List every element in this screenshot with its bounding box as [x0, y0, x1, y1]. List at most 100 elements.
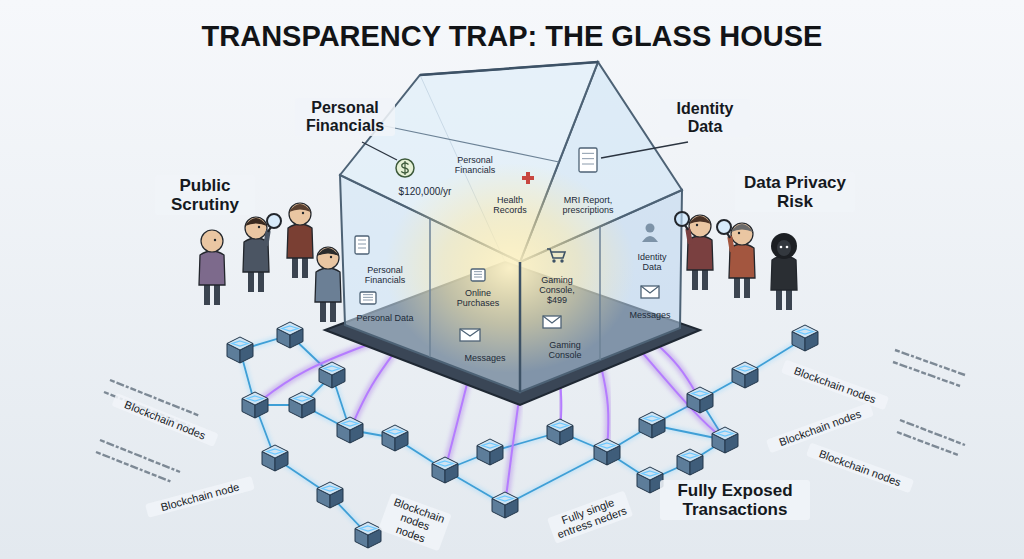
blockchain-cube	[289, 392, 315, 418]
cube-glow	[599, 443, 615, 448]
icons	[355, 148, 659, 341]
document-line	[358, 248, 366, 249]
callout-leaders	[362, 142, 688, 160]
document-line	[358, 240, 366, 241]
cube-top	[319, 362, 345, 375]
document-icon	[471, 269, 485, 281]
onlookers	[199, 203, 797, 322]
cube-glow	[247, 396, 263, 401]
cube-glow	[324, 366, 340, 371]
document-icon	[360, 292, 376, 304]
cube-glow	[642, 471, 658, 476]
figure-eye	[696, 224, 698, 226]
figure-body	[315, 268, 341, 302]
cube-glow	[232, 341, 248, 346]
figure-body	[199, 251, 225, 285]
figure-eye	[302, 212, 304, 214]
flow-glow	[640, 350, 725, 440]
cube-top	[262, 445, 288, 458]
cube-top	[637, 467, 663, 480]
cube-top	[227, 337, 253, 350]
cube-top	[677, 449, 703, 462]
document-icon	[355, 236, 369, 254]
cube-glow	[644, 416, 660, 421]
flow-line	[255, 340, 380, 405]
document-line	[358, 244, 366, 245]
envelope-icon	[641, 286, 659, 298]
figure-hair	[245, 218, 267, 226]
figure-hair	[731, 224, 753, 232]
magnifier-lens	[267, 214, 281, 228]
blockchain-cube	[355, 522, 381, 548]
cube-top	[382, 425, 408, 438]
callout-label: Public Scrutiny	[155, 175, 255, 215]
magnifier-lens	[717, 220, 731, 234]
corner-edge	[519, 262, 522, 392]
figure-arm	[688, 230, 690, 242]
blockchain-cube	[687, 387, 713, 413]
cube-glow	[282, 326, 298, 331]
house-glow	[385, 163, 635, 373]
item-label: Messages	[625, 310, 675, 320]
item-label: Gaming Console, $499	[533, 275, 581, 305]
figure-arm	[730, 238, 732, 250]
callout-label: Personal Financials	[295, 98, 395, 136]
figure-head	[201, 230, 223, 252]
roof-ridge	[420, 62, 598, 75]
flow-glow	[445, 372, 470, 470]
flow-line	[505, 392, 520, 505]
onlooker-figure	[675, 212, 713, 290]
dollar-coin	[396, 159, 414, 177]
flow-glow	[505, 392, 520, 505]
cube-glow	[342, 421, 358, 426]
document-line	[363, 294, 373, 295]
cube-glow	[717, 431, 733, 436]
flow-line	[640, 350, 725, 440]
figure-hair	[289, 204, 311, 212]
document-line	[474, 274, 482, 275]
flow-line	[350, 345, 400, 430]
cube-top	[687, 387, 713, 400]
blockchain-cube	[317, 482, 343, 508]
blockchain-cube	[262, 445, 288, 471]
blockchain-cube	[677, 449, 703, 475]
cube-top	[732, 362, 758, 375]
item-label: Online Purchases	[451, 288, 506, 308]
figure-eye	[738, 232, 740, 234]
cube-top	[289, 392, 315, 405]
cube-glow	[387, 429, 403, 434]
document-line	[474, 271, 482, 272]
item-label: Personal Data	[354, 313, 416, 323]
item-label: Health Records	[486, 195, 534, 215]
envelope-flap	[543, 316, 561, 323]
cube-top	[432, 457, 458, 470]
envelope-flap	[460, 329, 480, 336]
identity-head	[646, 224, 655, 233]
blockchain-cube	[227, 337, 253, 363]
cube-glow	[552, 423, 568, 428]
hash-mark	[893, 362, 960, 386]
blockchain-cube	[277, 322, 303, 348]
blockchain-cube	[432, 457, 458, 483]
onlooker-figure	[287, 203, 313, 278]
leader-line	[362, 142, 397, 160]
cart-icon	[547, 249, 565, 263]
figure-head	[689, 215, 711, 237]
cube-top	[277, 322, 303, 335]
figure-head	[245, 217, 267, 239]
document-icon	[579, 148, 597, 172]
figure-eye	[258, 226, 260, 228]
blockchain-cube	[319, 362, 345, 388]
onlooker-figure	[717, 220, 755, 298]
cart-icon	[547, 249, 565, 258]
onlooker-figure	[243, 214, 281, 292]
blockchain-cube	[477, 439, 503, 465]
cube-glow	[267, 449, 283, 454]
cube-top	[594, 439, 620, 452]
identity-body	[642, 236, 658, 242]
document-line	[363, 297, 373, 298]
figure-hair	[689, 216, 711, 224]
cube-glow	[682, 453, 698, 458]
cube-top	[242, 392, 268, 405]
